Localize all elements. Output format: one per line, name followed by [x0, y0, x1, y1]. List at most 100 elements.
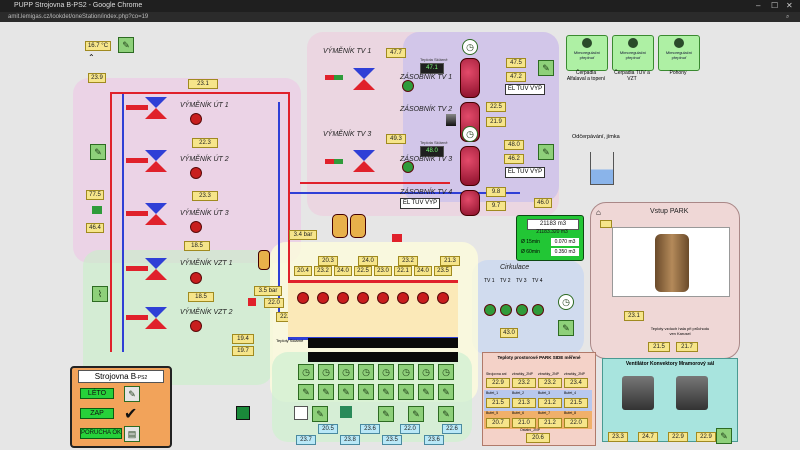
station-title: Strojovna B-PS2 [78, 370, 164, 383]
cirk-pump-4-icon[interactable] [532, 304, 544, 316]
bottom-edit-3[interactable]: ✎ [408, 406, 424, 422]
dist-pump-7-icon[interactable] [437, 292, 449, 304]
zap-button[interactable]: ZAP [80, 408, 114, 419]
dist-pump-0-icon[interactable] [297, 292, 309, 304]
address-bar[interactable]: amit.lemigas.cz/lookdet/oneStation/index… [0, 12, 800, 22]
ctrl-edit-8[interactable]: ✎ [438, 384, 454, 400]
card-1-text: Mimoregulační přeplnuť [573, 50, 601, 60]
zasobnik-1-v1: 47.5 [506, 58, 526, 68]
dist-pump-1-icon[interactable] [317, 292, 329, 304]
t-head1-2: zbraňky_2NP [538, 372, 560, 376]
ctrl-icon-2[interactable]: ◷ [318, 364, 334, 380]
maximize-icon[interactable]: ☐ [771, 1, 779, 10]
vzt2-indicator [126, 315, 148, 320]
tv3-pump-icon[interactable] [402, 161, 414, 173]
porucha-button[interactable]: PORUCHA OK [80, 428, 122, 439]
clock-icon-3[interactable]: ◷ [462, 126, 478, 142]
ut-valve-icon[interactable] [92, 206, 102, 214]
ctrl-icon-6[interactable]: ◷ [398, 364, 414, 380]
cirk-pump-2-icon[interactable] [500, 304, 512, 316]
vzt-bottom-value: 19.7 [232, 346, 254, 356]
ut2-label: VÝMĚNÍK ÚT 2 [180, 156, 229, 163]
zasobnik-3-label: ZÁSOBNÍK TV 3 [400, 156, 453, 163]
vzt2-label: VÝMĚNÍK VZT 2 [180, 309, 233, 316]
dist-pump-3-icon[interactable] [357, 292, 369, 304]
cirkulace-label: Cirkulace [500, 264, 530, 271]
vzt2-pump-icon[interactable] [190, 320, 202, 332]
ctrl-edit-4[interactable]: ✎ [358, 384, 374, 400]
card-cerpadla-topeni[interactable]: Mimoregulační přeplnuť [566, 35, 608, 71]
ut1-pump-icon[interactable] [190, 113, 202, 125]
card-cerpadla-tuv[interactable]: Mimoregulační přeplnuť [612, 35, 654, 71]
ctrl-icon-8[interactable]: ◷ [438, 364, 454, 380]
meter-total-2: 21183.320 m3 [536, 229, 568, 235]
bottom-edit-4[interactable]: ✎ [438, 406, 454, 422]
vzt2-value: 19.4 [232, 334, 254, 344]
ut-left-bottom: 46.4 [86, 223, 104, 233]
dist-pump-5-icon[interactable] [397, 292, 409, 304]
manifold [288, 280, 458, 340]
clock-icon-1[interactable]: ◷ [462, 39, 478, 55]
bottom-row1-0: 20.5 [318, 424, 338, 434]
alarm-indicator [392, 234, 402, 242]
card-pohony[interactable]: Mimoregulační přeplnuť [658, 35, 700, 71]
control-edit-icon-1[interactable]: ✎ [124, 386, 140, 402]
bottom-edit-1[interactable]: ✎ [312, 406, 328, 422]
ctrl-icon-4[interactable]: ◷ [358, 364, 374, 380]
footer-value: 20.6 [526, 433, 550, 443]
zone-vzt [83, 250, 273, 385]
zasobnik-4-v1: 9.8 [486, 187, 506, 197]
odcerpavani-label: Odčerpávání, jímka [572, 134, 620, 140]
dist-top-2: 23.2 [398, 256, 418, 266]
t-row2-0: 21.5 [486, 398, 510, 408]
ctrl-icon-7[interactable]: ◷ [418, 364, 434, 380]
ut-left-top: 77.5 [86, 190, 104, 200]
control-doc-icon[interactable]: ▤ [124, 426, 140, 442]
tv-settings-icon-1[interactable]: ✎ [538, 60, 554, 76]
ut-settings-icon[interactable]: ✎ [90, 144, 106, 160]
vzt-chart-icon[interactable]: ⌇ [92, 286, 108, 302]
ctrl-edit-1[interactable]: ✎ [298, 384, 314, 400]
cirk-pump-3-icon[interactable] [516, 304, 528, 316]
search-icon[interactable]: ⌕ [786, 14, 790, 20]
ctrl-icon-1[interactable]: ◷ [298, 364, 314, 380]
outside-temp: 16.7 °C [85, 41, 111, 51]
cirk-pump-label-4: TV 4 [532, 278, 543, 284]
ctrl-edit-2[interactable]: ✎ [318, 384, 334, 400]
pump-bottom-icon[interactable] [340, 406, 352, 418]
cirk-settings-icon[interactable]: ✎ [558, 320, 574, 336]
ctrl-edit-7[interactable]: ✎ [418, 384, 434, 400]
minimize-icon[interactable]: – [756, 1, 761, 10]
close-icon[interactable]: ✕ [786, 1, 793, 10]
leto-button[interactable]: LÉTO [80, 388, 114, 399]
dist-pump-4-icon[interactable] [377, 292, 389, 304]
park-roof-icon: ⌂ [596, 208, 601, 217]
tv-settings-icon-3[interactable]: ✎ [538, 144, 554, 160]
ctrl-edit-5[interactable]: ✎ [378, 384, 394, 400]
ut1-label: VÝMĚNÍK ÚT 1 [180, 102, 229, 109]
ctrl-icon-5[interactable]: ◷ [378, 364, 394, 380]
ctrl-edit-3[interactable]: ✎ [338, 384, 354, 400]
settings-icon[interactable]: ✎ [118, 37, 134, 53]
bottom-row1-2: 22.0 [400, 424, 420, 434]
cirk-pump-1-icon[interactable] [484, 304, 496, 316]
vent-settings-icon[interactable]: ✎ [716, 428, 732, 444]
ut2-pump-icon[interactable] [190, 167, 202, 179]
ctrl-icon-3[interactable]: ◷ [338, 364, 354, 380]
tv1-pump-icon[interactable] [402, 80, 414, 92]
bottom-edit-2[interactable]: ✎ [378, 406, 394, 422]
t-row3-2: 21.2 [538, 418, 562, 428]
calendar-icon[interactable] [294, 406, 308, 420]
ctrl-edit-6[interactable]: ✎ [398, 384, 414, 400]
network-icon[interactable] [236, 406, 250, 420]
ut3-pump-icon[interactable] [190, 221, 202, 233]
cirk-clock-icon[interactable]: ◷ [558, 294, 574, 310]
t-row1-2: 23.2 [538, 378, 562, 388]
ut3-label: VÝMĚNÍK ÚT 3 [180, 210, 229, 217]
t-head1-0: Strojovna anl [486, 372, 507, 376]
dist-pump-6-icon[interactable] [417, 292, 429, 304]
dist-pump-2-icon[interactable] [337, 292, 349, 304]
vymenik-tv1-in: 47.7 [386, 48, 406, 58]
footer-label: Ostatní_2NP [520, 428, 541, 432]
vzt1-pump-icon[interactable] [190, 272, 202, 284]
